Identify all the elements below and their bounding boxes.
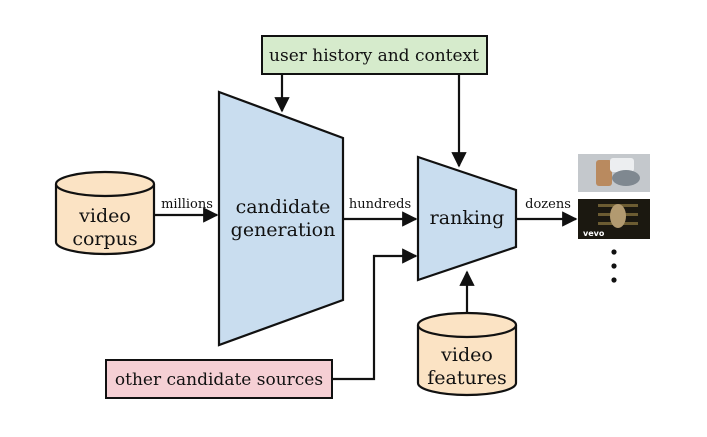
video-features-db: video features <box>416 311 518 397</box>
video-features-label-2: features <box>427 367 507 389</box>
thumbnail-2: vevo <box>578 199 650 239</box>
thumbnail-1 <box>578 154 650 192</box>
user-history-label: user history and context <box>269 46 479 66</box>
video-corpus-label-2: corpus <box>72 228 137 250</box>
thumbnail-2-badge: vevo <box>583 229 605 238</box>
video-corpus-label-1: video <box>78 205 131 227</box>
arrow-other-sources-to-ranking <box>332 248 418 381</box>
video-corpus-db: video corpus <box>54 170 156 256</box>
edges <box>154 74 578 381</box>
candidate-generation-label-2: generation <box>231 219 336 241</box>
ranking-label: ranking <box>430 207 505 229</box>
video-features-label-1: video <box>440 344 493 366</box>
edge-label-hundreds: hundreds <box>349 197 411 212</box>
edge-label-millions: millions <box>161 197 213 212</box>
candidate-generation-funnel: candidate generation <box>217 90 345 347</box>
candidate-generation-label-1: candidate <box>236 196 331 218</box>
other-sources-label: other candidate sources <box>115 370 323 390</box>
user-history-box: user history and context <box>261 35 488 75</box>
other-sources-box: other candidate sources <box>105 359 333 399</box>
ranking-funnel: ranking <box>416 155 518 282</box>
edge-label-dozens: dozens <box>525 197 571 212</box>
more-results-ellipsis <box>611 249 617 283</box>
